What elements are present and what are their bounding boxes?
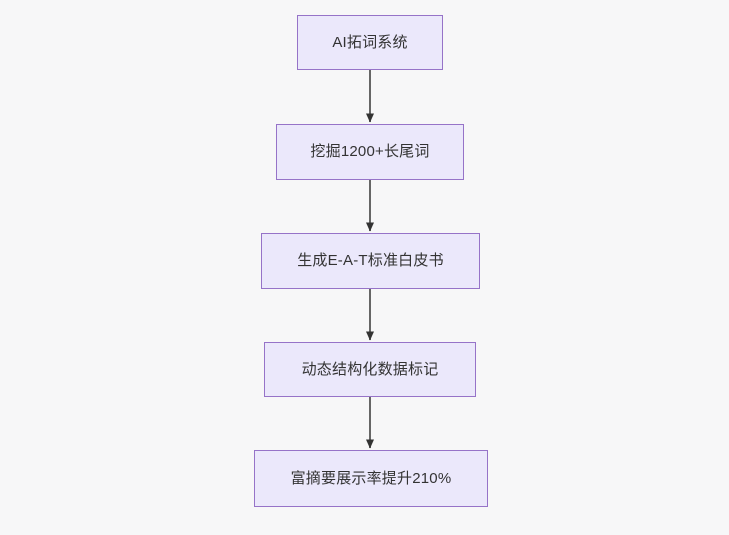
flow-node-rich-snippet-rate-increase[interactable]: 富摘要展示率提升210% [254, 450, 488, 507]
flow-node-label: AI拓词系统 [332, 33, 408, 51]
flow-node-label: 动态结构化数据标记 [301, 360, 439, 378]
flow-node-label: 挖掘1200+长尾词 [310, 143, 430, 160]
flow-node-label: 富摘要展示率提升210% [290, 469, 452, 487]
flow-node-generate-eat-whitepaper[interactable]: 生成E-A-T标准白皮书 [261, 233, 480, 289]
flow-node-dynamic-structured-data-markup[interactable]: 动态结构化数据标记 [264, 342, 476, 397]
flow-node-mine-longtail-keywords[interactable]: 挖掘1200+长尾词 [276, 124, 464, 180]
flow-node-ai-keyword-system[interactable]: AI拓词系统 [297, 15, 443, 70]
flow-node-label: 生成E-A-T标准白皮书 [297, 252, 444, 269]
